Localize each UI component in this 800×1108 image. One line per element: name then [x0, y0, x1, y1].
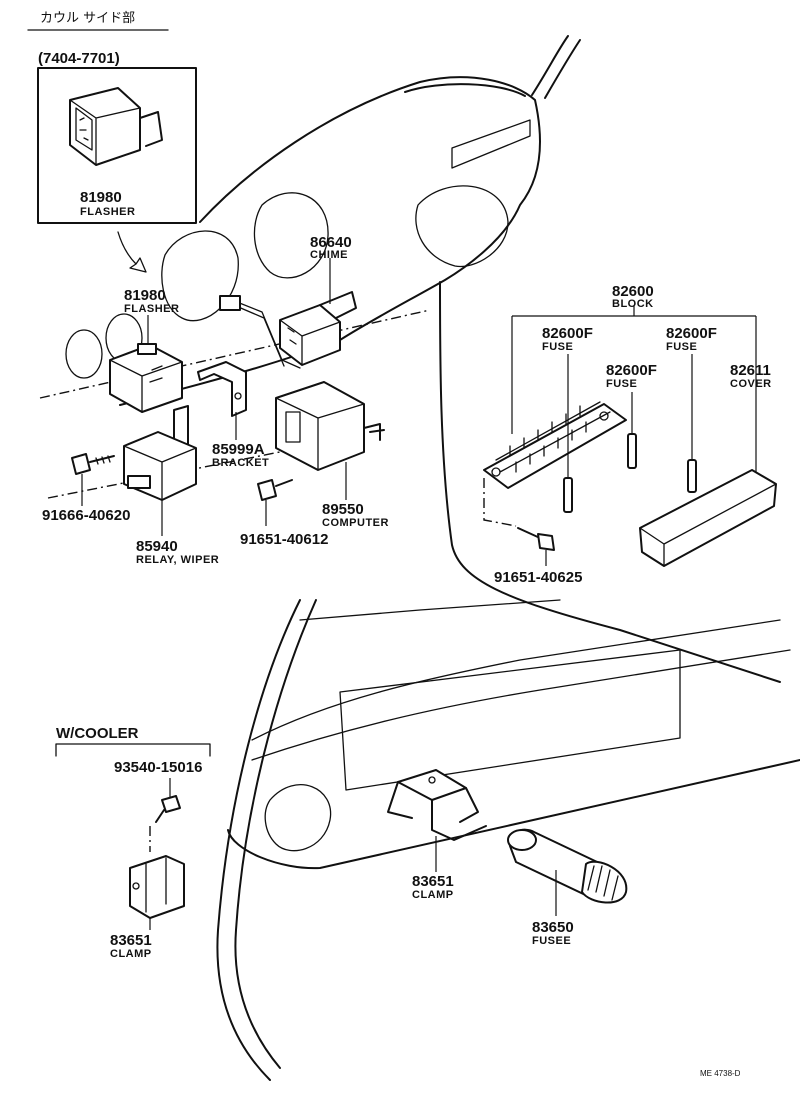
cooler-label: W/COOLER — [56, 725, 139, 742]
inset-flasher-name: FLASHER — [80, 206, 135, 218]
cover-drawing — [639, 469, 777, 567]
bolt-c-drawing — [483, 478, 555, 551]
inset-arrow — [117, 231, 147, 273]
bolt-a-drawing — [71, 453, 115, 475]
block-number: 82600 — [612, 283, 654, 300]
fuse-block-drawing — [483, 401, 627, 489]
inset-flasher-drawing — [69, 87, 163, 166]
inset-flasher-number: 81980 — [80, 189, 122, 206]
header-title: カウル サイド部 — [40, 11, 135, 26]
dashboard-outline — [119, 35, 781, 683]
bracket-number: 85999A — [212, 441, 265, 458]
flasher-name: FLASHER — [124, 303, 179, 315]
clamp-b-drawing — [387, 769, 487, 841]
fusee-number: 83650 — [532, 919, 574, 936]
chime-name: CHIME — [310, 249, 348, 261]
inset-box: (7404-7701) 81980 FLASHER — [37, 50, 197, 224]
cover-name: COVER — [730, 378, 772, 390]
computer-number: 89550 — [322, 501, 364, 518]
clamp-b-name: CLAMP — [412, 889, 454, 901]
flasher-drawing — [109, 343, 183, 413]
clamp-a-name: CLAMP — [110, 948, 152, 960]
cover-number: 82611 — [730, 362, 771, 379]
computer-name: COMPUTER — [322, 517, 389, 529]
flasher-number: 81980 — [124, 287, 166, 304]
fusee-name: FUSEE — [532, 935, 571, 947]
cooler-section: W/COOLER — [55, 725, 211, 757]
chime-number: 86640 — [310, 234, 352, 251]
fusee-drawing — [507, 828, 628, 904]
clamp-a-number: 83651 — [110, 932, 152, 949]
lower-dashboard — [216, 599, 800, 1081]
relay-drawing — [123, 405, 197, 501]
clamp-a-drawing — [129, 855, 185, 919]
screw-drawing — [155, 795, 181, 823]
fuse-a-number: 82600F — [542, 325, 593, 342]
block-name: BLOCK — [612, 298, 654, 310]
screw-number: 93540-15016 — [114, 759, 202, 776]
bolt-a-number: 91666-40620 — [42, 507, 130, 524]
bolt-b-number: 91651-40612 — [240, 531, 328, 548]
bolt-b-drawing — [257, 479, 293, 501]
fuse-c-number: 82600F — [666, 325, 717, 342]
fuse-b-number: 82600F — [606, 362, 657, 379]
relay-number: 85940 — [136, 538, 178, 555]
bracket-drawing — [197, 361, 247, 417]
computer-drawing — [275, 381, 385, 471]
diagram-code: ME 4738-D — [700, 1069, 741, 1078]
fuse-drawings — [563, 433, 697, 513]
bracket-name: BRACKET — [212, 457, 269, 469]
header: カウル サイド部 — [27, 11, 169, 31]
inset-years: (7404-7701) — [38, 50, 120, 67]
clamp-b-number: 83651 — [412, 873, 454, 890]
relay-name: RELAY, WIPER — [136, 554, 219, 566]
fuse-a-name: FUSE — [542, 341, 573, 353]
chime-drawing — [219, 291, 357, 369]
fuse-b-name: FUSE — [606, 378, 637, 390]
bolt-c-number: 91651-40625 — [494, 569, 582, 586]
fuse-c-name: FUSE — [666, 341, 697, 353]
center-line — [39, 309, 431, 399]
